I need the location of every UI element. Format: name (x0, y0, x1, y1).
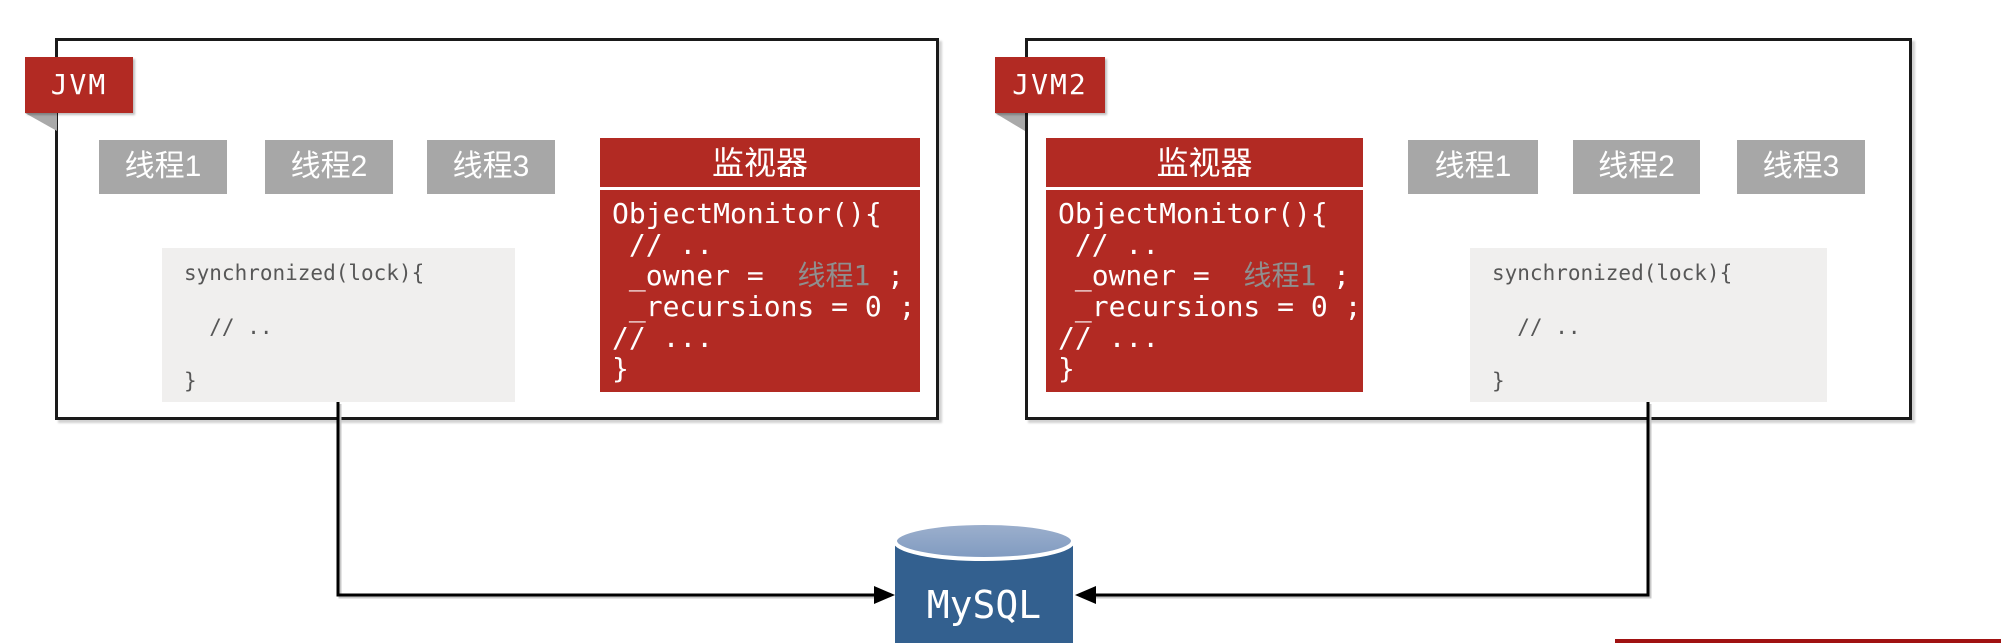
jvm2-monitor-code: ObjectMonitor(){ // .. _owner = 线程1 ; _r… (1046, 190, 1363, 384)
database-label: MySQL (926, 583, 1042, 627)
owner-suffix: ; (1316, 259, 1351, 292)
jvm2-synchronized-block: synchronized(lock){ // .. } (1470, 248, 1827, 402)
jvm1-monitor-code: ObjectMonitor(){ // .. _owner = 线程1 ; _r… (600, 190, 920, 384)
code-line: // ... (1058, 321, 1160, 354)
owner-value: 线程1 (1243, 259, 1317, 292)
code-line: // ... (612, 321, 714, 354)
owner-prefix: _owner = (612, 259, 798, 292)
jvm2-label-fold-icon (995, 113, 1025, 131)
jvm1-thread-2: 线程2 (265, 140, 393, 194)
code-line: } (1058, 352, 1075, 385)
owner-value: 线程1 (797, 259, 871, 292)
jvm2-monitor-title: 监视器 (1046, 138, 1363, 190)
arrowhead-right-icon (874, 586, 895, 604)
jvm2-thread-2: 线程2 (1573, 140, 1700, 194)
jvm2-monitor-box: 监视器 ObjectMonitor(){ // .. _owner = 线程1 … (1046, 138, 1363, 392)
jvm1-thread-1: 线程1 (99, 140, 227, 194)
code-line-owner: _owner = 线程1 ; (1058, 260, 1363, 291)
jvm1-monitor-title: 监视器 (600, 138, 920, 190)
code-line: ObjectMonitor(){ (612, 197, 882, 230)
owner-prefix: _owner = (1058, 259, 1244, 292)
owner-suffix: ; (870, 259, 905, 292)
code-line: // .. (612, 228, 714, 261)
connector-line-jvm2-to-db (1094, 402, 1650, 597)
jvm1-thread-3: 线程3 (427, 140, 555, 194)
code-line: _recursions = 0 ; (1058, 290, 1362, 323)
connector-shadow-right (1096, 404, 1652, 599)
code-line-owner: _owner = 线程1 ; (612, 260, 920, 291)
arrowhead-left-icon (1075, 586, 1096, 604)
code-line: // .. (1058, 228, 1160, 261)
connector-line-jvm1-to-db (336, 402, 876, 597)
jvm2-thread-3: 线程3 (1737, 140, 1865, 194)
code-line: } (612, 352, 629, 385)
jvm1-label: JVM (25, 57, 133, 113)
code-line: ObjectMonitor(){ (1058, 197, 1328, 230)
jvm1-label-fold-icon (25, 113, 57, 131)
jvm2-label: JVM2 (995, 57, 1105, 113)
jvm2-thread-1: 线程1 (1408, 140, 1538, 194)
connector-shadow-left (338, 404, 876, 599)
code-line: _recursions = 0 ; (612, 290, 916, 323)
jvm1-synchronized-block: synchronized(lock){ // .. } (162, 248, 515, 402)
jvm1-monitor-box: 监视器 ObjectMonitor(){ // .. _owner = 线程1 … (600, 138, 920, 392)
bottom-red-bar (1615, 639, 2001, 643)
